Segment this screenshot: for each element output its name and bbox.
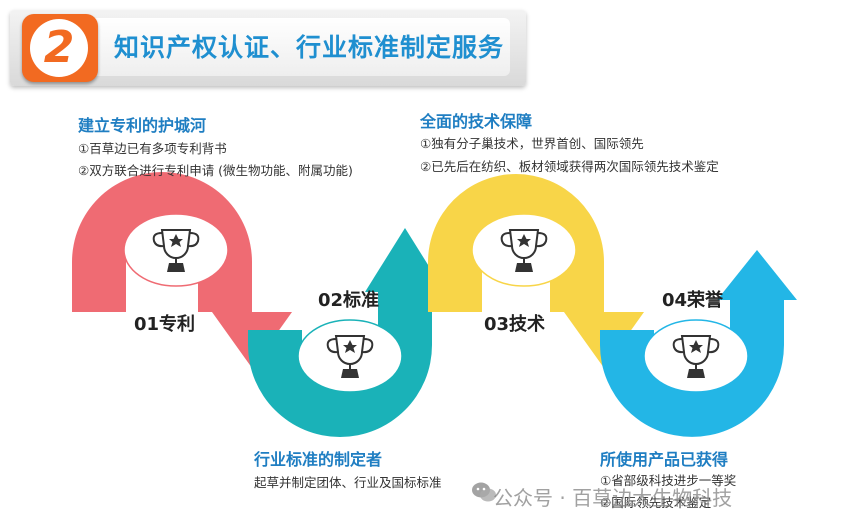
section-item: ①百草边已有多项专利背书	[78, 141, 227, 156]
teal-arrow-head	[365, 228, 445, 292]
teal-u-segment	[248, 292, 432, 437]
banner-panel	[58, 18, 510, 76]
trophy-icon	[152, 229, 200, 272]
step-label-04: 04荣誉	[662, 290, 724, 311]
section-heading-patent: 建立专利的护城河	[78, 116, 207, 135]
trophy-icon	[326, 335, 374, 378]
yellow-arch-segment	[428, 174, 604, 312]
trophy-ring-1	[123, 213, 229, 287]
step-label-02: 02标准	[318, 290, 380, 311]
step-label-03: 03技术	[484, 314, 546, 335]
trophy-icon	[672, 335, 720, 378]
trophy-icon	[500, 229, 548, 272]
watermark-text: 公众号 · 百草边大生物科技	[493, 486, 733, 510]
banner-title: 知识产权认证、行业标准制定服务	[114, 33, 505, 62]
section-item: ①独有分子巢技术，世界首创、国际领先	[420, 136, 644, 151]
section-item: 起草并制定团体、行业及国标标准	[254, 475, 442, 490]
section-heading-technology: 全面的技术保障	[420, 112, 533, 131]
section-heading-standard: 行业标准的制定者	[254, 450, 383, 469]
section-item: ②双方联合进行专利申请 (微生物功能、附属功能)	[78, 163, 353, 178]
blue-arrow-head	[717, 250, 797, 300]
trophy-ring-2	[297, 319, 403, 393]
trophy-ring-3	[471, 213, 577, 287]
step-label-01: 01专利	[134, 314, 196, 335]
trophy-ring-4	[643, 319, 749, 393]
section-item: ①省部级科技进步一等奖	[600, 473, 737, 488]
wechat-icon	[472, 482, 496, 502]
section-heading-honor: 所使用产品已获得	[600, 450, 729, 469]
number-badge-circle: 2	[30, 19, 88, 77]
section-item: ②国际领先技术鉴定	[600, 495, 712, 510]
section-item: ②已先后在纺织、板材领域获得两次国际领先技术鉴定	[420, 159, 719, 174]
number-badge: 2	[22, 14, 98, 82]
badge-number: 2	[43, 22, 75, 73]
